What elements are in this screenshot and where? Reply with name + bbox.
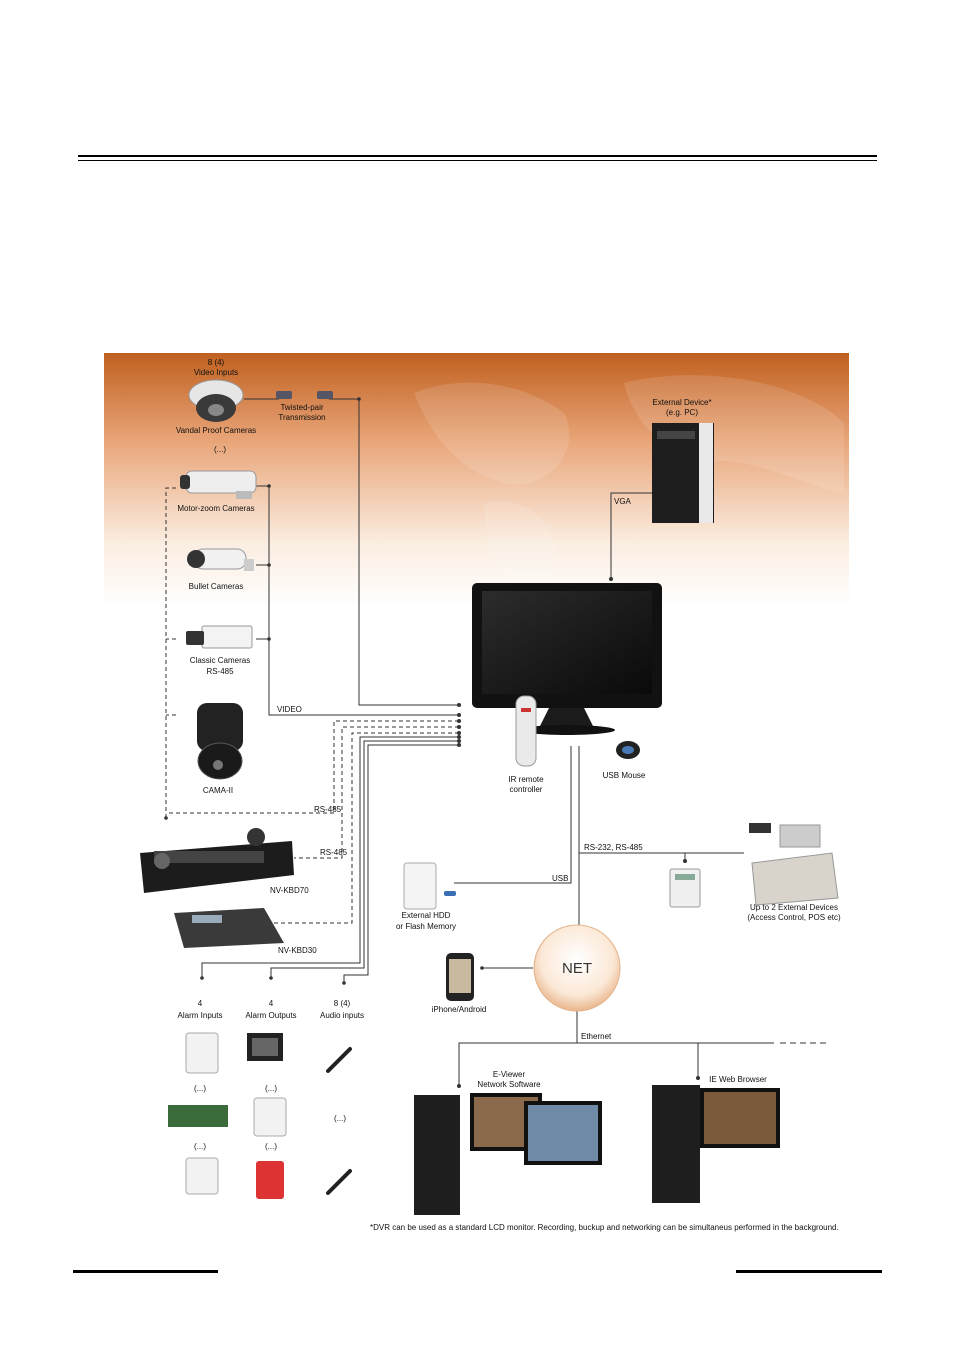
footer-rule-right <box>736 1270 882 1273</box>
ext-hdd-label: External HDD <box>402 911 451 920</box>
rs485-label-b: RS-485 <box>320 848 348 857</box>
ext-devices-types-label: (Access Control, POS etc) <box>747 913 841 922</box>
alarm-in-count: 4 <box>198 999 203 1008</box>
audio-in-label: Audio inputs <box>320 1011 364 1020</box>
nv-kbd70-keyboard-icon <box>140 828 294 893</box>
video-inputs-label: Video Inputs <box>194 368 238 377</box>
vga-label: VGA <box>614 497 632 506</box>
alarm-input-board-icon <box>168 1105 228 1127</box>
external-device-eg-label: (e.g. PC) <box>666 408 698 417</box>
kbd30-label: NV-KBD30 <box>278 946 317 955</box>
ext-devices-label: Up to 2 External Devices <box>750 903 838 912</box>
footer-rule-left <box>73 1270 218 1273</box>
external-pc-icon <box>652 423 714 523</box>
alarm-out-count: 4 <box>269 999 274 1008</box>
ir-remote-label: IR remote <box>508 775 544 784</box>
bullet-label: Bullet Cameras <box>189 582 244 591</box>
footnote: *DVR can be used as a standard LCD monit… <box>370 1223 839 1232</box>
video-inputs-count: 8 (4) <box>208 358 225 367</box>
net-label: NET <box>562 960 592 977</box>
ellipsis-3: (...) <box>334 1114 346 1123</box>
external-device-label: External Device* <box>652 398 711 407</box>
transmission-label: Transmission <box>278 413 325 422</box>
dvr-monitor-icon <box>472 583 662 735</box>
classic-rs485-label: RS-485 <box>206 667 234 676</box>
rs485-label-a: RS-485 <box>314 805 342 814</box>
audio-count: 8 (4) <box>334 999 351 1008</box>
e-viewer-label: E-Viewer <box>493 1070 526 1079</box>
e-viewer-software-label: Network Software <box>477 1080 541 1089</box>
nv-kbd30-keyboard-icon <box>174 908 284 948</box>
ellipsis-2: (...) <box>265 1084 277 1093</box>
cama-label: CAMA-II <box>203 786 233 795</box>
alarm-out-label: Alarm Outputs <box>245 1011 296 1020</box>
classic-label: Classic Cameras <box>190 656 250 665</box>
ie-web-label: IE Web Browser <box>709 1075 767 1084</box>
ir-remote-icon <box>516 696 536 766</box>
external-hdd-icon <box>404 863 456 909</box>
rs232-label: RS-232, RS-485 <box>584 843 643 852</box>
smartphone-icon <box>446 953 474 1001</box>
usb-mouse-icon <box>616 741 640 759</box>
motor-zoom-label: Motor-zoom Cameras <box>177 504 254 513</box>
ethernet-label: Ethernet <box>581 1032 612 1041</box>
ie-browser-workstation-icon <box>652 1085 780 1203</box>
ext-hdd-flash-label: or Flash Memory <box>396 922 456 931</box>
ellipsis-1: (...) <box>194 1084 206 1093</box>
usb-mouse-label: USB Mouse <box>603 771 646 780</box>
dvr-connection-diagram: NET 8 (4) Video Inputs Vandal Proof <box>104 353 849 1240</box>
alarm-in-label: Alarm Inputs <box>178 1011 223 1020</box>
access-control-keypad-icon <box>670 869 700 907</box>
floodlight-icon <box>247 1033 283 1061</box>
e-viewer-workstation-icon <box>414 1093 602 1215</box>
kbd70-label: NV-KBD70 <box>270 886 309 895</box>
classic-camera-icon <box>186 626 252 648</box>
ellipsis-5: (...) <box>265 1142 277 1151</box>
camera-ellipsis: (...) <box>214 445 226 454</box>
twisted-pair-label: Twisted-pair <box>280 403 323 412</box>
ellipsis-4: (...) <box>194 1142 206 1151</box>
pos-register-icon <box>749 823 838 905</box>
header-rule-thin <box>78 160 877 161</box>
ir-controller-label: controller <box>510 785 543 794</box>
usb-label: USB <box>552 874 568 883</box>
header-rule <box>78 155 877 157</box>
iphone-label: iPhone/Android <box>432 1005 487 1014</box>
vandal-proof-label: Vandal Proof Cameras <box>176 426 256 435</box>
video-line-label: VIDEO <box>277 705 302 714</box>
cama-ii-speed-dome-icon <box>197 703 243 779</box>
